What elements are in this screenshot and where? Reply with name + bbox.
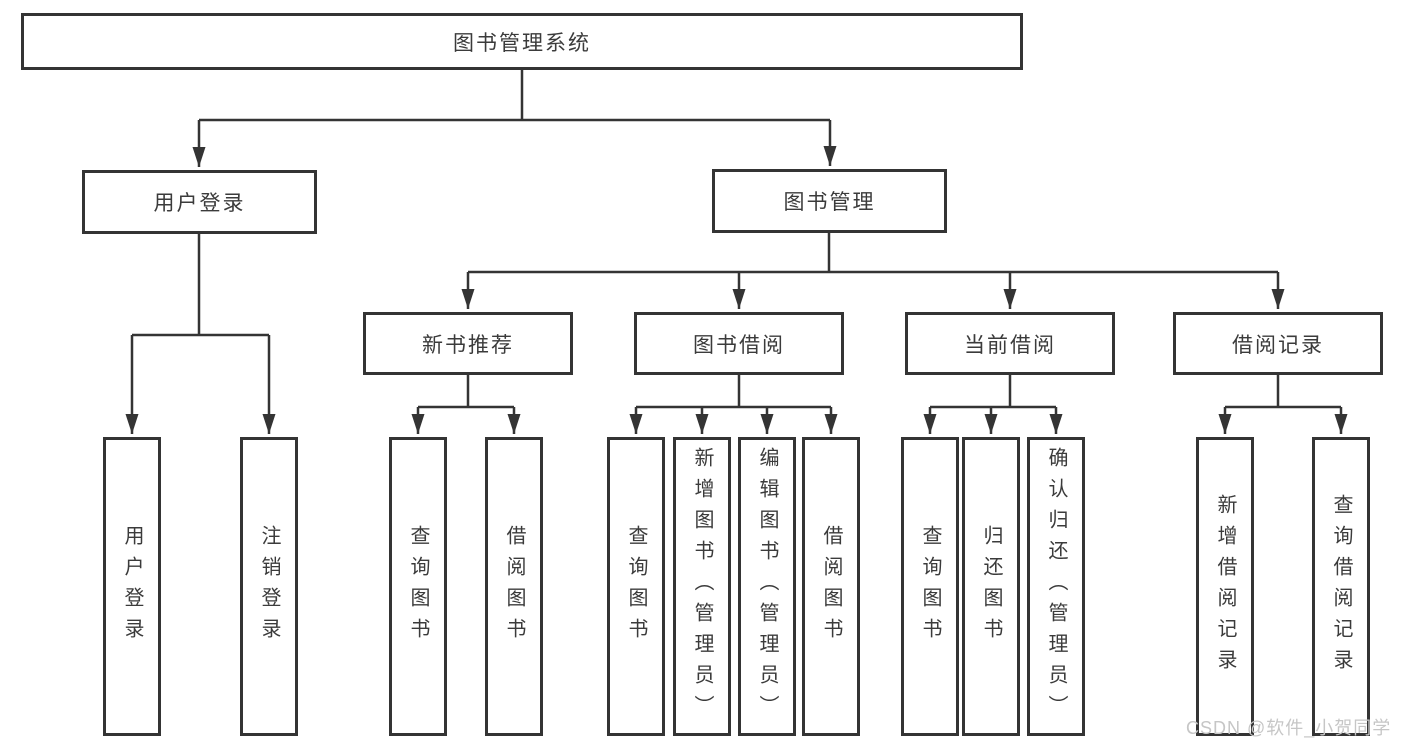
leaf-cb-return-books-label: 归还图书 [980,524,1002,649]
node-user-login: 用户登录 [82,170,317,234]
connector-trunks [132,69,1341,409]
leaf-nb-query-books-label: 查询图书 [407,524,429,649]
leaf-logout-label: 注销登录 [258,524,280,649]
leaf-user-login-label: 用户登录 [121,524,143,649]
leaf-bb-query-books: 查询图书 [607,437,665,736]
leaf-logout: 注销登录 [240,437,298,736]
leaf-cb-query-books: 查询图书 [901,437,959,736]
leaf-cb-confirm-return-admin-label: 确认归还（管理员） [1045,447,1067,726]
leaf-bb-add-books-admin: 新增图书（管理员） [673,437,731,736]
node-user-login-label: 用户登录 [153,192,246,215]
node-book-borrow-label: 图书借阅 [693,333,785,357]
leaf-cb-query-books-label: 查询图书 [919,524,941,649]
leaf-br-add-record: 新增借阅记录 [1196,437,1254,736]
leaf-bb-add-books-admin-label: 新增图书（管理员） [691,447,713,726]
watermark: CSDN @软件_小贺同学 [1186,718,1392,738]
node-current-borrow-label: 当前借阅 [964,333,1056,357]
node-new-books-label: 新书推荐 [422,333,514,357]
node-current-borrow: 当前借阅 [905,312,1115,375]
leaf-nb-borrow-books-label: 借阅图书 [503,524,525,649]
leaf-bb-edit-books-admin-label: 编辑图书（管理员） [756,447,778,726]
leaf-nb-query-books: 查询图书 [389,437,447,736]
leaf-bb-borrow-books: 借阅图书 [802,437,860,736]
leaf-bb-borrow-books-label: 借阅图书 [820,524,842,649]
leaf-br-query-record: 查询借阅记录 [1312,437,1370,736]
node-borrow-records: 借阅记录 [1173,312,1383,375]
leaf-user-login: 用户登录 [103,437,161,736]
leaf-br-add-record-label: 新增借阅记录 [1214,493,1236,680]
leaf-nb-borrow-books: 借阅图书 [485,437,543,736]
node-root: 图书管理系统 [21,13,1023,70]
leaf-cb-return-books: 归还图书 [962,437,1020,736]
leaf-cb-confirm-return-admin: 确认归还（管理员） [1027,437,1085,736]
node-book-borrow: 图书借阅 [634,312,844,375]
node-new-books: 新书推荐 [363,312,573,375]
leaf-bb-edit-books-admin: 编辑图书（管理员） [738,437,796,736]
node-book-management-label: 图书管理 [783,191,876,214]
leaf-br-query-record-label: 查询借阅记录 [1330,493,1352,680]
node-root-label: 图书管理系统 [453,31,591,55]
node-borrow-records-label: 借阅记录 [1232,333,1324,357]
leaf-bb-query-books-label: 查询图书 [625,524,647,649]
node-book-management: 图书管理 [712,169,947,233]
